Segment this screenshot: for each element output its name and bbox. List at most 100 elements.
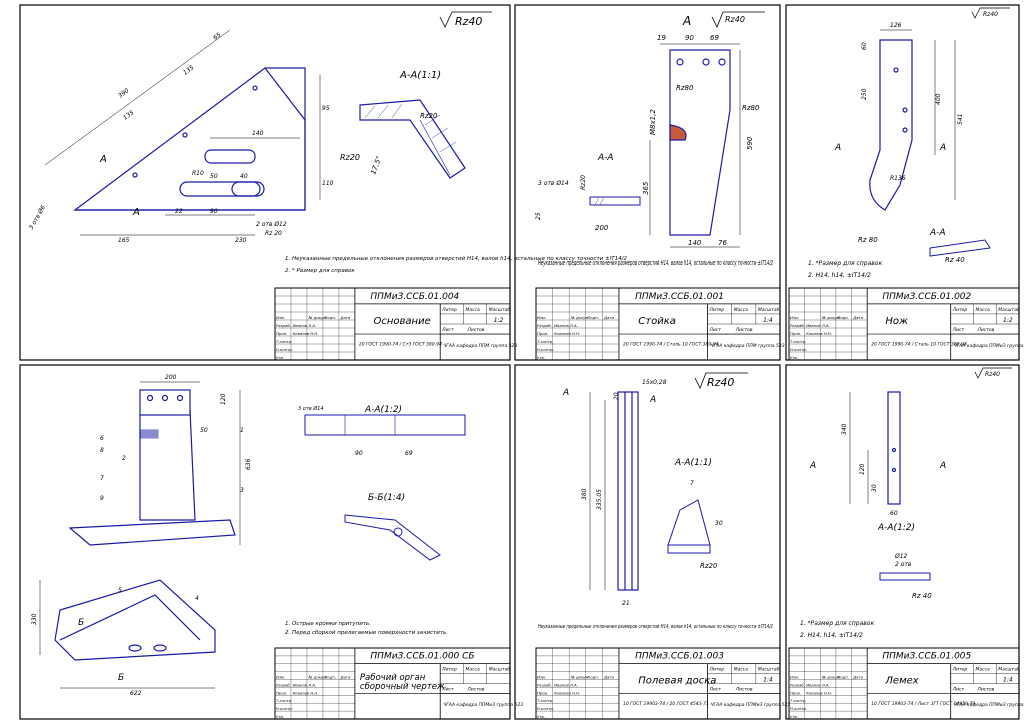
section-title: Б-Б(1:4)	[368, 493, 405, 503]
organization: ЧГАА кафедра ППМиЗ группа 523	[711, 702, 791, 708]
stamp-row-label: Изм.	[790, 315, 799, 320]
stamp-col-label: № докум.	[570, 675, 590, 680]
dim-text: 76	[718, 239, 727, 247]
dim-text: 3 отв Ø14	[298, 405, 324, 412]
section-title: А-А	[929, 228, 946, 238]
stamp-col-label: № докум.	[821, 675, 841, 680]
organization: ЧГАА кафедра ППМиЗ группа 523	[443, 702, 523, 708]
pos-num: 3	[240, 487, 244, 494]
stamp-row-label: Утв.	[790, 714, 798, 719]
sheet-doska: Rz40 15x0,28 20 380 335,05 21 А А А-А(1:…	[538, 372, 773, 630]
lemekh-dims	[849, 392, 869, 504]
dim-text: Rz80	[676, 84, 694, 92]
sborka-view	[54, 389, 236, 661]
dim-text: 90	[210, 208, 218, 215]
letter-a: А	[809, 461, 816, 471]
stamp-col-label: Дата	[603, 675, 615, 680]
dim-text: R136	[890, 175, 906, 182]
pos-num: 7	[100, 475, 104, 482]
stamp-col-label: Дата	[852, 675, 864, 680]
nozh-view	[869, 39, 913, 211]
section-title: А-А(1:2)	[364, 405, 402, 415]
dim-text: 110	[322, 180, 334, 187]
dim-text: 7	[690, 480, 694, 487]
dim-text: 20	[613, 392, 620, 400]
dim-text: 140	[252, 130, 264, 137]
dim-text: 50	[200, 427, 208, 434]
lemekh-dim-texts: 340 120 30 60 А А	[809, 423, 946, 517]
label-mass: Масса	[975, 667, 990, 673]
stamp-row-label: Утв.	[537, 714, 545, 719]
letter-b: Б	[78, 618, 84, 628]
designation: ППМиЗ.ССБ.01.002	[882, 292, 971, 302]
label-sheets: Листов	[466, 687, 484, 693]
label-lit: Литер	[441, 667, 457, 673]
dim-text: Rz 40	[945, 256, 965, 264]
dim-text: 30	[871, 484, 878, 492]
stoyka-dims	[649, 43, 741, 248]
doska-dim-texts: 15x0,28 20 380 335,05 21 А А	[562, 379, 667, 607]
lemekh-view	[887, 391, 901, 505]
label-sheets: Листов	[466, 327, 484, 333]
dim-text: 19	[657, 34, 666, 42]
dim-text: 40	[240, 173, 248, 180]
part-name: Рабочий орган	[360, 673, 426, 683]
label-lit: Литер	[952, 667, 968, 673]
stamp-row-label: Изм.	[537, 675, 546, 680]
dim-text: 30	[715, 520, 723, 527]
stamp-col-label: № докум.	[821, 315, 841, 320]
letter-b: Б	[118, 673, 124, 683]
dim-text: 126	[890, 22, 902, 29]
stamp-col-label: Подп.	[837, 675, 849, 680]
sheet-osnovanie: Rz40 390 65 135 135 95 R10 50 40	[28, 11, 627, 274]
label-mass: Масса	[465, 307, 480, 313]
dim-text: 335,05	[596, 489, 603, 510]
stamp-row-label: Н.контр.	[276, 347, 293, 352]
letter-a: А	[939, 143, 946, 153]
section-rz: 17,5°	[369, 155, 383, 176]
dim-text: 21	[622, 600, 630, 607]
dim-text: 380	[581, 488, 588, 500]
dim-text: 69	[710, 34, 719, 42]
stamp-person: Ковалев Н.Н.	[293, 690, 319, 695]
stamp-col-label: Подп.	[837, 315, 849, 320]
note-line: Неуказанные предельные отклонения размер…	[538, 624, 773, 630]
organization: ЧГАА кафедра ППМ группа 523	[711, 343, 785, 349]
dim-text: 390	[117, 87, 131, 100]
organization: ЧГАА кафедра ППМиЗ группа 523	[954, 702, 1024, 708]
roughness-mark: Rz40	[711, 11, 765, 28]
stamp-row-label: Разраб.	[537, 323, 552, 328]
stamp-person: Иванов Л.А.	[806, 682, 830, 687]
sborka-section-aa: А-А(1:2) 3 отв Ø14 90 69	[298, 405, 466, 457]
letter-a: А	[834, 143, 841, 153]
dim-text: 135	[182, 64, 196, 77]
letter-a: А	[562, 388, 569, 398]
dim-text: 200	[595, 224, 609, 232]
part-name: Основание	[374, 316, 431, 327]
dim-text: 60	[890, 510, 898, 517]
label-scale: Масштаб	[998, 307, 1020, 313]
note-line: Неуказанные предельные отклонения размер…	[538, 259, 773, 267]
stamp-col-label: Подп.	[325, 675, 337, 680]
roughness-mark: Rz40	[974, 367, 1012, 379]
stamp-row-label: Изм.	[790, 675, 799, 680]
stamp-person: Иванов Л.А.	[806, 323, 830, 328]
material: 20 ГОСТ 1990-74 / Сталь 10 ГОСТ 380-94	[871, 342, 967, 348]
designation: ППМиЗ.ССБ.01.004	[370, 292, 459, 302]
label-mass: Масса	[465, 667, 480, 673]
part-name: Лемех	[884, 676, 918, 687]
nozh-notes: 1. *Размер для справок 2. Н14, h14, ±IT1…	[808, 260, 882, 279]
stamp-row-label: Пров.	[537, 331, 548, 336]
label-sheets: Листов	[976, 327, 994, 333]
stoyka-dim-texts: 19 90 69 Rz80 Rz80 М8х1,2 365 590 140 76	[642, 34, 760, 247]
nozh-section: А-А Rz 80 Rz 40	[858, 228, 991, 264]
stamp-person: Ковалев Н.Н.	[806, 331, 832, 336]
designation: ППМиЗ.ССБ.01.005	[882, 652, 971, 662]
organization: ЧГАА кафедра ППМ группа 523	[443, 343, 517, 349]
label-scale: Масштаб	[489, 667, 511, 673]
dim-text: Rz 40	[912, 592, 932, 600]
sheet-sborka: 200 120 50 636 330 622 Б Б 1 2 3 4 5 6 7…	[31, 374, 466, 697]
stamp-col-label: Подп.	[325, 315, 337, 320]
